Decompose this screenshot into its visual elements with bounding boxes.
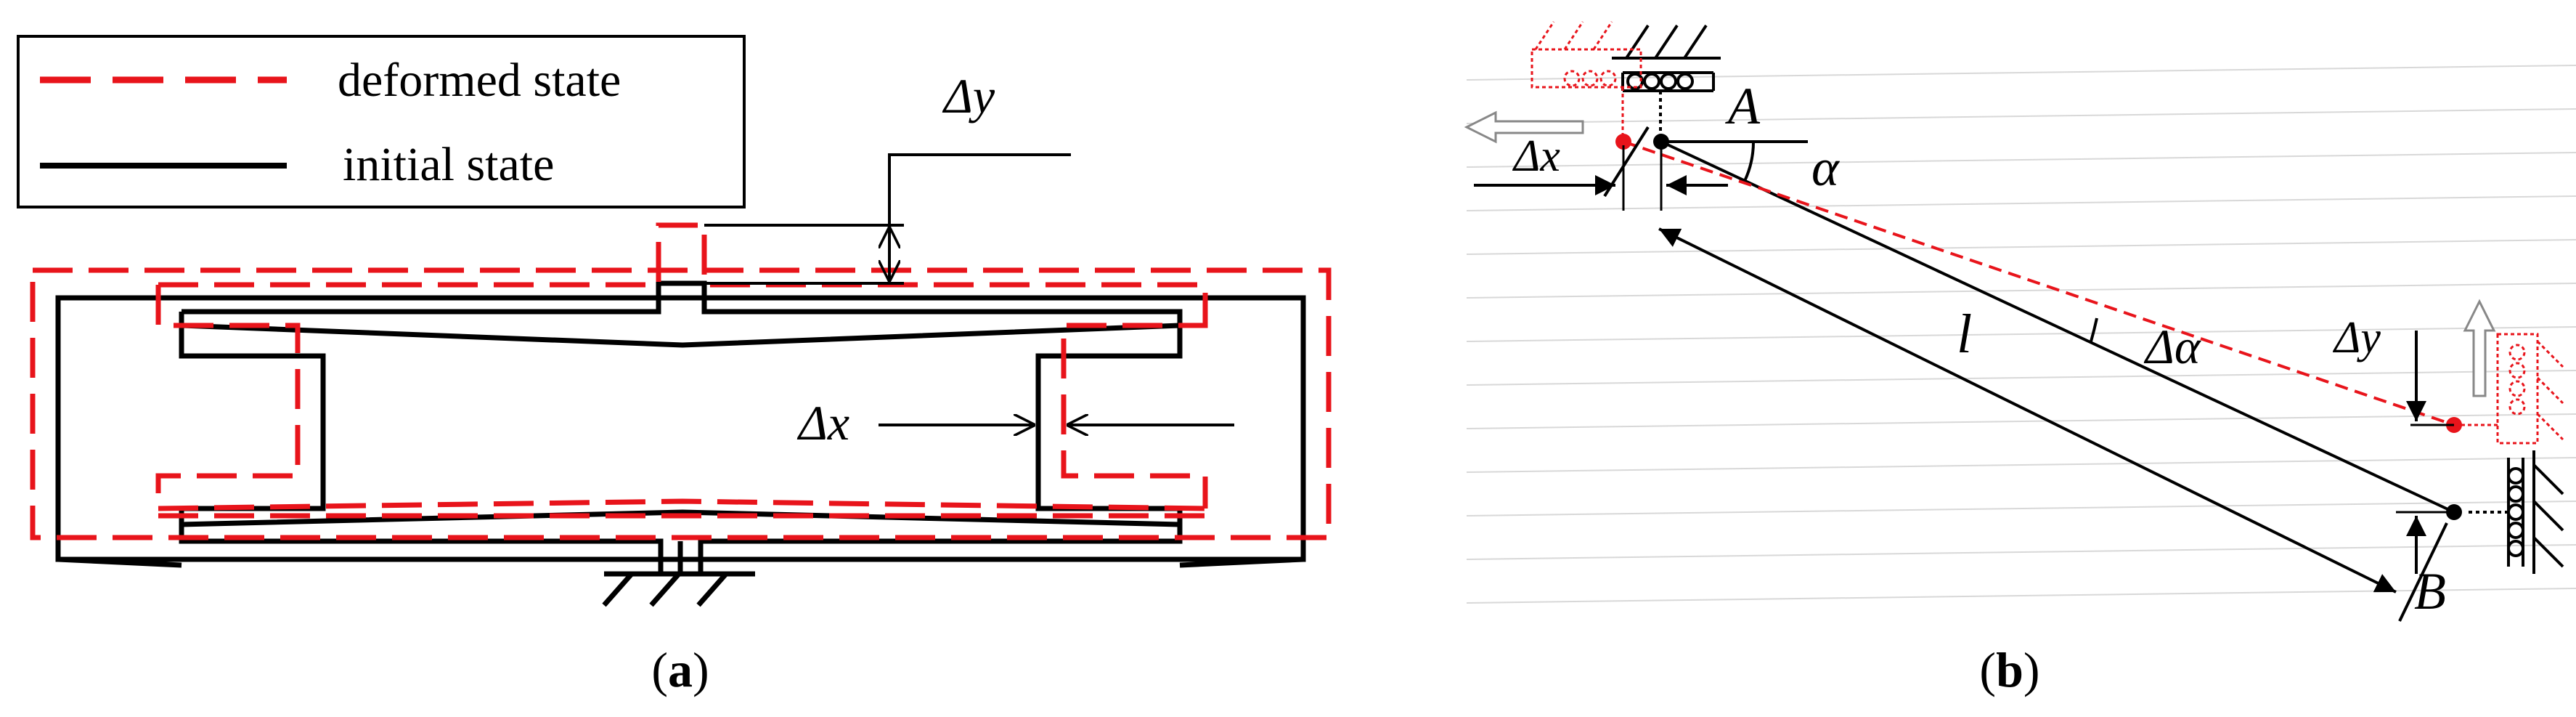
- move-up-arrow: [2463, 299, 2496, 397]
- right-roller-support-deformed: [2461, 333, 2564, 445]
- caption-a: (a): [651, 642, 709, 697]
- legend-frame: [17, 35, 746, 208]
- ground-support: [602, 541, 755, 607]
- length-dimension: [1658, 227, 2397, 594]
- right-clamp: [1035, 341, 1183, 524]
- outer-taper-right: [1179, 556, 1304, 568]
- dim-ext-b: [2398, 522, 2448, 622]
- deformed-right-clamp: [1061, 312, 1208, 509]
- top-roller-support-deformed: [1530, 21, 1642, 142]
- delta-alpha-label: Δα: [2143, 319, 2201, 374]
- length-label: l: [1957, 304, 1972, 365]
- upper-beam-bottom: [179, 312, 1181, 348]
- deformed-left-clamp: [155, 285, 301, 509]
- point-a-label: A: [1725, 77, 1761, 135]
- panel-b: α A Δα l B Δx: [1464, 21, 2576, 697]
- delta-y-annotation-a: Δy: [704, 68, 1071, 285]
- outer-frame: [55, 295, 1306, 562]
- delta-x-annotation-b: Δx: [1474, 131, 1728, 211]
- alpha-label: α: [1811, 139, 1840, 197]
- top-roller-support: [1612, 24, 1721, 142]
- legend-label-initial: initial state: [343, 138, 554, 191]
- delta-x-label-a: Δx: [796, 395, 849, 450]
- lower-beam-top: [181, 509, 1181, 527]
- delta-x-annotation-a: Δx: [796, 395, 1234, 450]
- delta-y-annotation-b: Δy: [2332, 313, 2454, 574]
- legend: deformed state initial state: [17, 35, 746, 208]
- point-a-deformed-dot: [1615, 134, 1631, 150]
- delta-x-label-b: Δx: [1512, 131, 1560, 181]
- deformed-lower-beam-top: [158, 498, 1206, 511]
- move-left-arrow: [1464, 110, 1584, 144]
- bar-deformed: [1623, 140, 2455, 426]
- deformed-state-structure: [30, 222, 1332, 540]
- delta-y-label-b: Δy: [2332, 313, 2381, 362]
- panel-a: deformed state initial state: [17, 35, 1332, 697]
- point-b-label: B: [2414, 562, 2446, 620]
- alpha-arc: [1743, 141, 1756, 182]
- outer-taper-left: [57, 556, 182, 568]
- delta-alpha-arc: [2090, 317, 2098, 342]
- right-roller-support: [2469, 450, 2564, 574]
- delta-y-label-a: Δy: [942, 68, 995, 123]
- caption-b: (b): [1979, 642, 2039, 697]
- left-clamp: [179, 325, 326, 524]
- delta-y-leader: [888, 153, 1071, 240]
- legend-label-deformed: deformed state: [338, 54, 621, 107]
